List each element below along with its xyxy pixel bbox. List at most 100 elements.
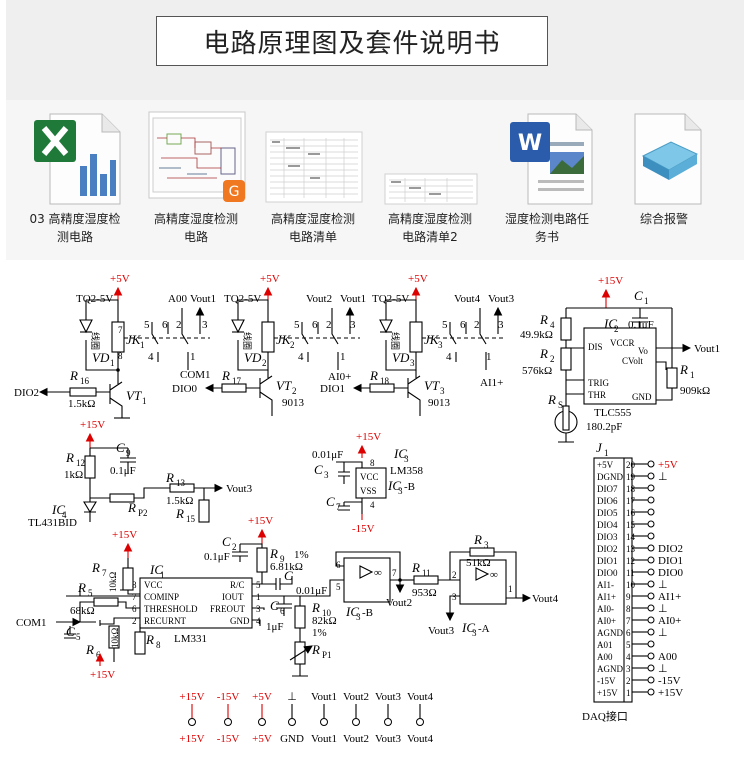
daq-pin-label: AI1- xyxy=(597,580,614,590)
svg-text:2: 2 xyxy=(290,340,295,350)
svg-text:W: W xyxy=(518,131,542,156)
file-item-schematic[interactable]: G 高精度湿度检测电路 xyxy=(137,108,255,258)
daq-pin-label: AI0- xyxy=(597,604,614,614)
svg-text:Vout3: Vout3 xyxy=(428,625,455,637)
daq-pin-label: DIO3 xyxy=(597,532,618,542)
terminal-pin xyxy=(288,718,296,726)
svg-text:0.1μF: 0.1μF xyxy=(110,465,136,477)
daq-pin-number: 11 xyxy=(626,568,635,578)
svg-text:576kΩ: 576kΩ xyxy=(522,365,552,377)
svg-text:2: 2 xyxy=(614,324,619,334)
svg-text:1μF: 1μF xyxy=(266,621,284,633)
svg-text:4: 4 xyxy=(298,351,304,363)
svg-text:Vout1: Vout1 xyxy=(190,293,216,305)
svg-text:4: 4 xyxy=(62,510,67,520)
daq-pin-number: 15 xyxy=(626,520,636,530)
svg-text:2: 2 xyxy=(132,616,137,626)
svg-text:IC: IC xyxy=(461,620,475,635)
daq-pin-label: AGND xyxy=(597,664,623,674)
file-item-notepad[interactable]: 综合报警 xyxy=(605,108,723,258)
daq-pin-number: 13 xyxy=(626,544,636,554)
svg-text:1.5kΩ: 1.5kΩ xyxy=(166,495,193,507)
svg-text:VD: VD xyxy=(92,350,110,365)
relay-stage-3: +5V TQ2-5V JK 3 线圈 VD 3 VT 3 9013 R 18 D… xyxy=(320,273,515,416)
svg-text:49.9kΩ: 49.9kΩ xyxy=(520,329,553,341)
svg-text:线圈: 线圈 xyxy=(242,332,253,350)
svg-text:2: 2 xyxy=(292,386,297,396)
daq-pin-net: ⊥ xyxy=(658,471,668,483)
svg-text:TQ2-5V: TQ2-5V xyxy=(76,293,113,305)
svg-text:R: R xyxy=(269,546,278,561)
svg-text:C: C xyxy=(326,494,335,509)
daq-pin-number: 14 xyxy=(626,532,636,542)
terminal-bottom-label: +5V xyxy=(252,733,272,745)
file-item-word[interactable]: W 湿度检测电路任务书 xyxy=(488,108,606,258)
svg-text:R: R xyxy=(411,560,420,575)
svg-text:Vout3: Vout3 xyxy=(226,483,253,495)
svg-text:11: 11 xyxy=(422,568,431,578)
svg-text:5: 5 xyxy=(336,582,341,592)
svg-text:3: 3 xyxy=(404,454,409,464)
daq-pin-row: AI0-8⊥ xyxy=(597,603,668,615)
terminal-bottom-label: Vout3 xyxy=(375,733,402,745)
svg-text:-15V: -15V xyxy=(352,523,375,535)
daq-pin-net: +5V xyxy=(658,459,678,471)
daq-pin-label: DIO7 xyxy=(597,484,618,494)
svg-text:+5V: +5V xyxy=(110,273,130,285)
svg-text:TQ2-5V: TQ2-5V xyxy=(372,293,409,305)
daq-pin-net: +15V xyxy=(658,687,683,699)
svg-text:1: 1 xyxy=(160,570,165,580)
terminal-top-label: -15V xyxy=(217,691,240,703)
daq-pin-row: AI1-10⊥ xyxy=(597,579,668,591)
svg-text:1: 1 xyxy=(190,351,196,363)
power-and-output-terminals: +15V+15V-15V-15V+5V+5V⊥GNDVout1Vout1Vout… xyxy=(179,691,433,745)
daq-pin-label: AI0+ xyxy=(597,616,616,626)
svg-text:5: 5 xyxy=(294,319,300,331)
svg-text:+15V: +15V xyxy=(356,431,381,443)
daq-pin-terminal xyxy=(647,640,655,648)
daq-pin-label: A01 xyxy=(597,640,613,650)
svg-text:10kΩ: 10kΩ xyxy=(108,572,118,593)
svg-text:3: 3 xyxy=(440,386,445,396)
svg-text:R: R xyxy=(311,642,320,657)
svg-text:8: 8 xyxy=(370,458,375,468)
opamp-stages: ∞ 6 5 7 IC 3 -B Vout2 R 11 953Ω ∞ 2 3 1 xyxy=(300,532,559,638)
svg-text:15: 15 xyxy=(186,514,196,524)
file-item-excel[interactable]: 03 高精度湿度检测电路 xyxy=(16,108,134,258)
svg-text:Vout4: Vout4 xyxy=(454,293,481,305)
svg-text:VSS: VSS xyxy=(360,486,377,496)
terminal-top-label: +15V xyxy=(179,691,204,703)
terminal: +15V +15V xyxy=(179,691,204,745)
word-icon: W xyxy=(510,113,593,205)
file-item-parts-list-2[interactable]: 高精度湿度检测电路清单2 xyxy=(371,108,489,258)
svg-text:0.1μF: 0.1μF xyxy=(204,551,230,563)
notepad-icon xyxy=(634,113,702,205)
svg-text:5: 5 xyxy=(442,319,448,331)
svg-text:VT: VT xyxy=(424,378,440,393)
terminal-bottom-label: +15V xyxy=(179,733,204,745)
svg-text:4: 4 xyxy=(256,616,261,626)
terminal-top-label: Vout1 xyxy=(311,691,337,703)
terminal-pin xyxy=(416,718,424,726)
daq-pin-terminal xyxy=(647,520,655,528)
daq-pin-label: DIO5 xyxy=(597,508,618,518)
svg-text:10: 10 xyxy=(322,608,332,618)
svg-text:LM358: LM358 xyxy=(390,465,424,477)
svg-text:180.2pF: 180.2pF xyxy=(586,421,622,433)
svg-text:线圈: 线圈 xyxy=(390,332,401,350)
svg-text:IC: IC xyxy=(345,604,359,619)
file-item-parts-list[interactable]: 高精度湿度检测电路清单 xyxy=(254,108,372,258)
daq-pin-label: A00 xyxy=(597,652,613,662)
vfc-timing-network: +15V C 2 0.1μF R 9 1% 6.81kΩ C 0.01μF 5 … xyxy=(204,515,337,677)
svg-text:8: 8 xyxy=(132,580,137,590)
svg-text:Vout2: Vout2 xyxy=(306,293,332,305)
svg-text:17: 17 xyxy=(232,376,242,386)
excel-icon xyxy=(34,113,121,205)
svg-text:6: 6 xyxy=(336,560,341,570)
